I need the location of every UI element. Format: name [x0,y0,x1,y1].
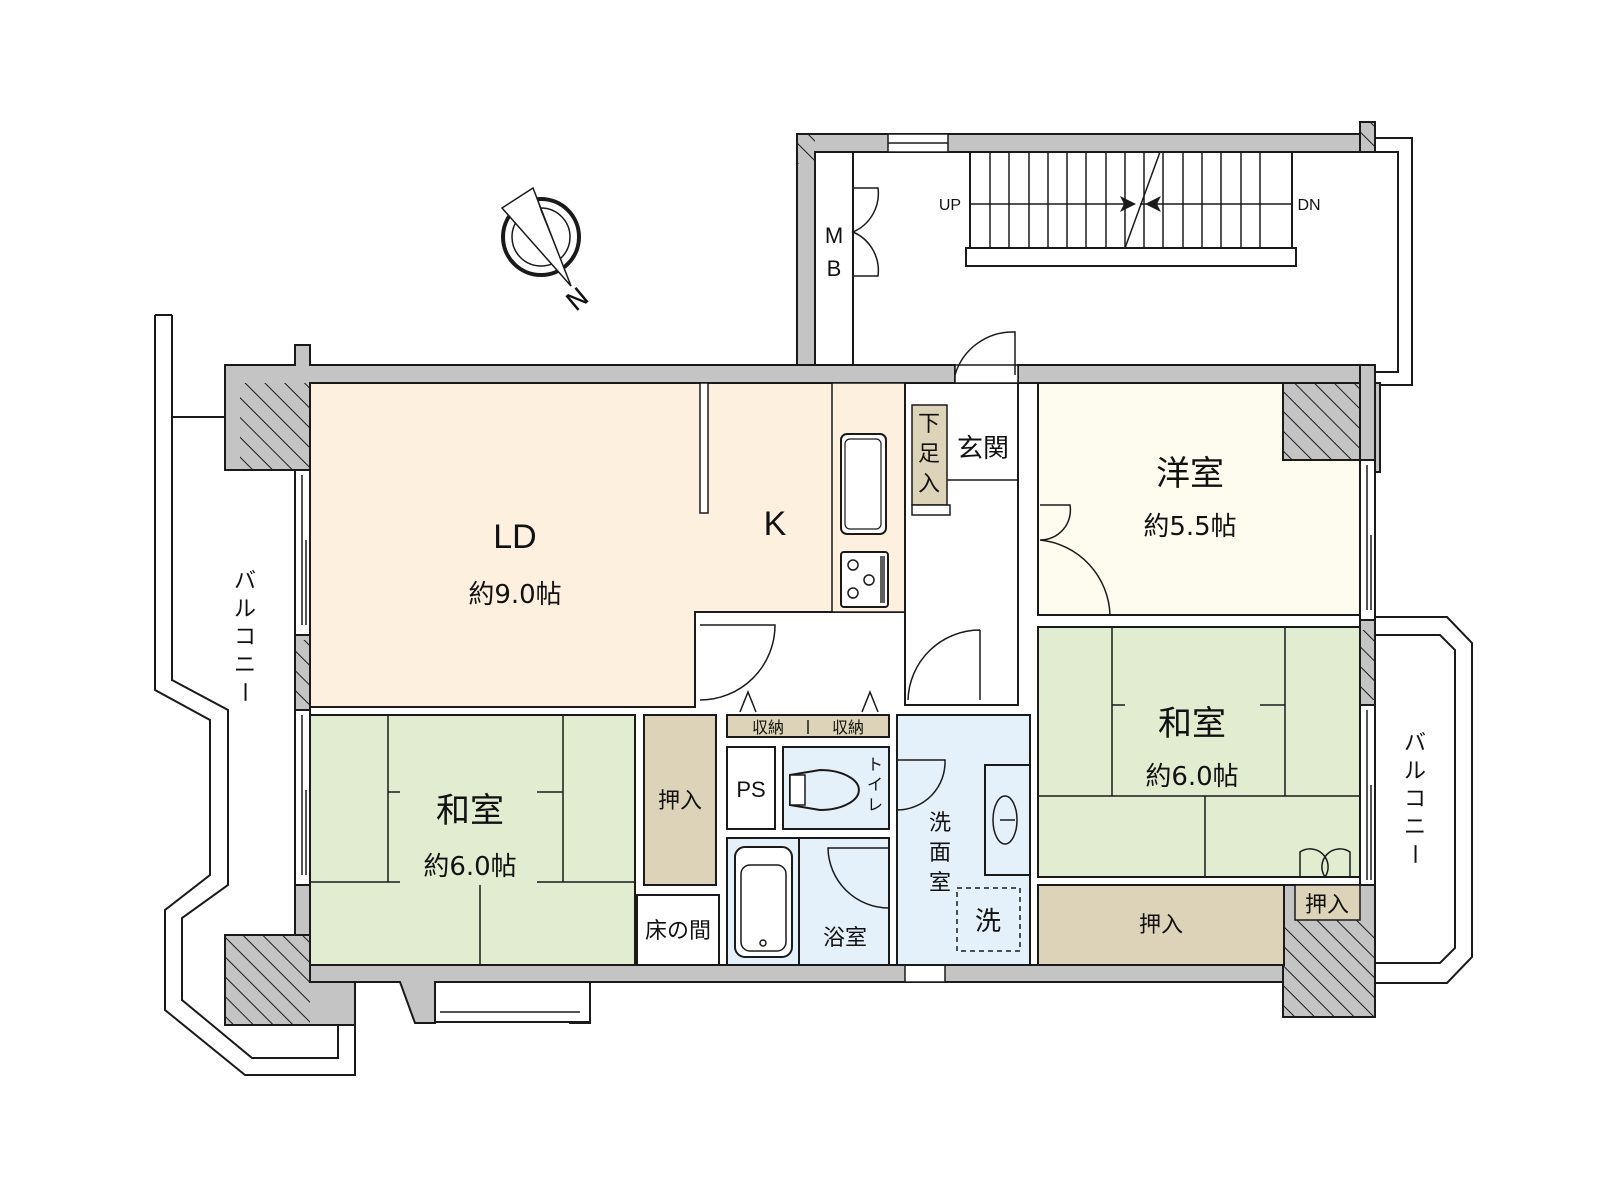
compass-label: N [561,282,595,317]
svg-text:ー: ー [231,681,256,703]
room-name-kitchen: K [764,505,787,543]
closet-east-large-label: 押入 [1139,913,1183,938]
room-name-tatami-west: 和室 [436,791,504,831]
svg-text:バ: バ [1404,731,1426,756]
room-western: 洋室 約5.5帖 [1037,382,1361,616]
room-tatami-east: 和室 約6.0帖 押入 押入 [1037,626,1361,966]
bathroom-label: 浴室 [823,926,867,951]
washroom-label: 洗 [929,811,951,836]
room-area-western: 約5.5帖 [1143,512,1236,542]
room-name-tatami-east: 和室 [1158,704,1226,744]
svg-text:ル: ル [234,597,256,622]
entrance-hall: 下 足 入 玄関 [699,331,1019,706]
stove-icon [840,551,889,608]
staircase [965,151,1297,267]
stairs-up-label: UP [939,197,961,214]
washer-label: 洗 [975,907,1001,937]
room-area-tatami-west: 約6.0帖 [423,852,516,882]
room-area-tatami-east: 約6.0帖 [1145,762,1238,792]
closet-west-label: 押入 [658,789,702,814]
svg-text:ニ: ニ [234,653,256,678]
toilet-label: ト [867,755,883,774]
stair-hall [796,121,1413,386]
compass-north-icon: N [500,186,595,318]
svg-text:コ: コ [1404,787,1426,812]
balcony-east-label: バ ル コ ニ ー [1401,731,1426,865]
wet-area: 収納 収納 PS ト イ レ 浴室 洗 面 室 洗 [726,689,1031,966]
svg-text:足: 足 [918,442,940,467]
balcony-west-label: バ ル コ ニ ー [231,569,256,703]
svg-text:バ: バ [234,569,256,594]
svg-text:イ: イ [867,775,883,794]
ps-label: PS [736,777,765,802]
svg-text:レ: レ [867,795,883,814]
svg-text:ル: ル [1404,759,1426,784]
room-name-ld: LD [493,518,536,556]
svg-text:ニ: ニ [1404,815,1426,840]
room-ld-k: LD 約9.0帖 K [309,382,906,708]
closet-east-small-label: 押入 [1305,893,1349,918]
storage-1-label: 収納 [752,718,784,737]
svg-text:B: B [827,256,842,281]
svg-text:室: 室 [929,871,951,896]
tokonoma-label: 床の間 [645,919,711,944]
room-name-western: 洋室 [1156,454,1224,494]
svg-text:コ: コ [234,625,256,650]
shoe-box-label: 下 [918,412,940,437]
room-area-ld: 約9.0帖 [468,580,561,610]
balcony-west [154,314,356,1076]
meter-box-label: M [825,223,843,248]
room-name-entrance: 玄関 [957,434,1009,464]
svg-text:面: 面 [929,841,951,866]
room-tatami-west: 和室 約6.0帖 押入 床の間 [309,714,720,966]
washer-space [956,887,1021,952]
svg-text:ー: ー [1401,843,1426,865]
stairs-down-label: DN [1297,197,1320,214]
balcony-east [1375,616,1473,984]
svg-text:入: 入 [918,472,940,497]
storage-2-label: 収納 [832,718,864,737]
toilet-icon [789,768,860,812]
sink-icon [840,433,887,535]
